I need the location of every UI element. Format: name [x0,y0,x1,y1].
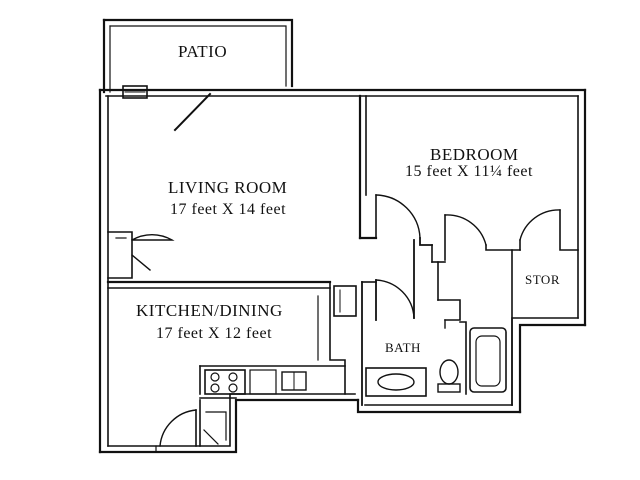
bedroom-door [375,194,433,246]
patio-outline [102,18,294,94]
bath-label: BATH [385,340,421,355]
living-bedroom-wall [358,94,378,240]
exterior-walls [98,88,587,454]
patio-door [173,92,245,132]
storage-label: STOR [525,272,560,287]
coat-closet [107,231,175,279]
bedroom-closet [431,214,521,321]
vent [122,85,148,99]
patio-label: PATIO [178,42,228,61]
bedroom-label: BEDROOM [430,145,519,164]
kitchen-sink [281,371,307,391]
stove [204,369,246,395]
living-room-label: LIVING ROOM [168,178,288,197]
storage-closet [511,209,579,406]
kitchen-dining-size: 17 feet X 12 feet [156,325,273,342]
kitchen-dining-label: KITCHEN/DINING [136,301,283,320]
bathroom-vanity [365,367,427,397]
entry-closet [199,399,227,447]
dishwasher [249,369,277,395]
bathtub [469,327,507,393]
living-kitchen-wall [106,280,332,289]
entry-door [159,409,197,447]
kitchen-counter [199,281,346,399]
living-room-size: 17 feet X 14 feet [170,201,287,218]
toilet [437,359,461,393]
bath-partition [444,319,467,395]
bedroom-size: 15 feet X 11¼ feet [405,163,533,180]
bath-door [361,239,415,406]
refrigerator [333,285,357,317]
